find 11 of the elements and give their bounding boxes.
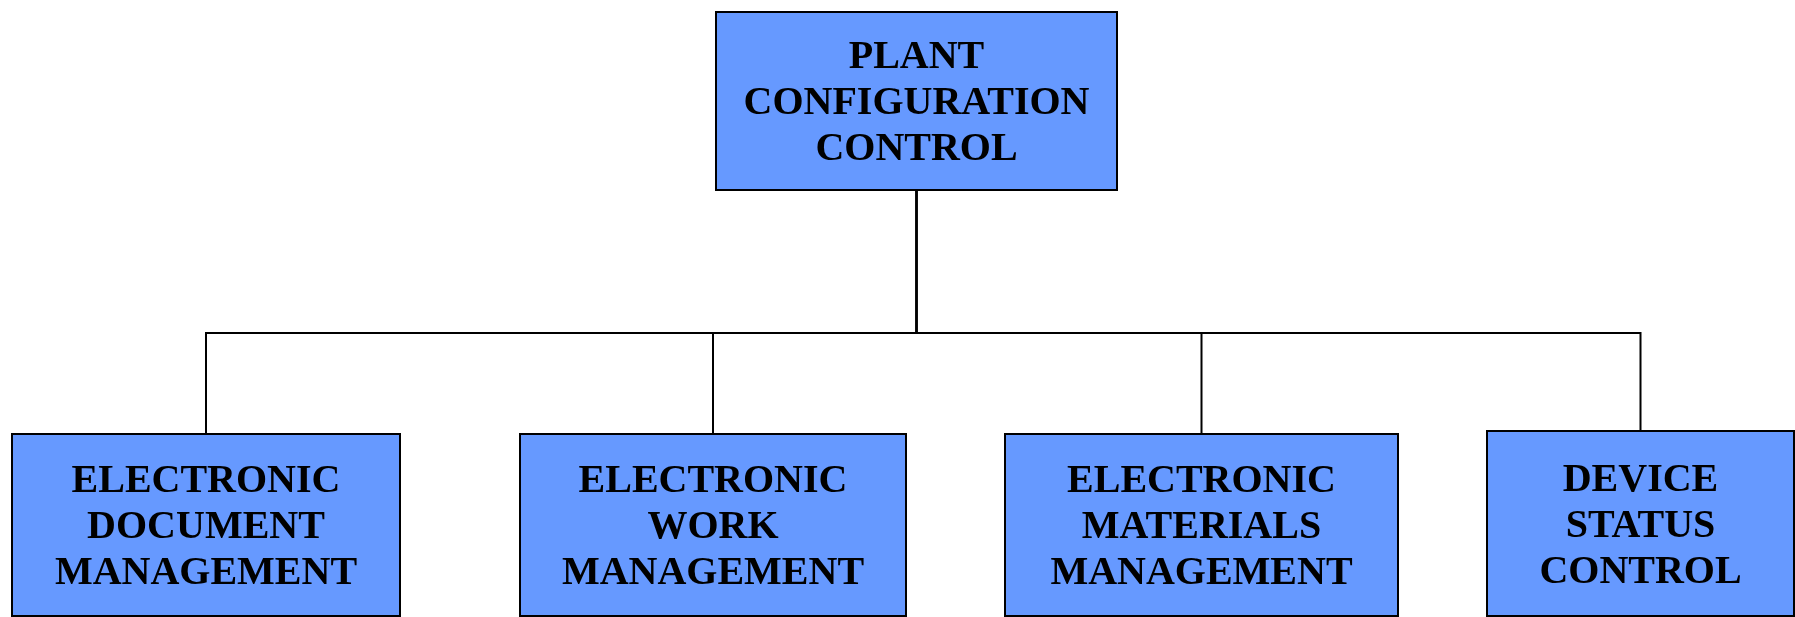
process-box bbox=[715, 11, 1118, 191]
process-box bbox=[1486, 430, 1795, 617]
process-box bbox=[11, 433, 401, 617]
box-label: ELECTRONIC WORK MANAGEMENT bbox=[560, 456, 866, 594]
box-label: ELECTRONIC DOCUMENT MANAGEMENT bbox=[53, 456, 359, 594]
connector-line bbox=[915, 190, 1642, 431]
box-label: ELECTRONIC MATERIALS MANAGEMENT bbox=[1049, 456, 1354, 594]
process-box bbox=[1004, 433, 1399, 617]
box-label: DEVICE STATUS CONTROL bbox=[1538, 454, 1743, 593]
process-box bbox=[519, 433, 907, 617]
box-label: PLANT CONFIGURATION CONTROL bbox=[742, 32, 1091, 170]
